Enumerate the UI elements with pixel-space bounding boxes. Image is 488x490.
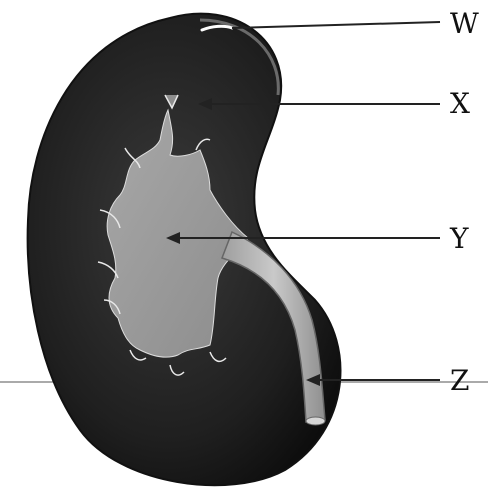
label-w: W [450,7,479,40]
pointer-line-w [232,22,440,28]
label-y: Y [449,222,469,255]
ureter-end [306,417,325,425]
label-x: X [450,87,470,120]
label-z: Z [450,364,469,397]
